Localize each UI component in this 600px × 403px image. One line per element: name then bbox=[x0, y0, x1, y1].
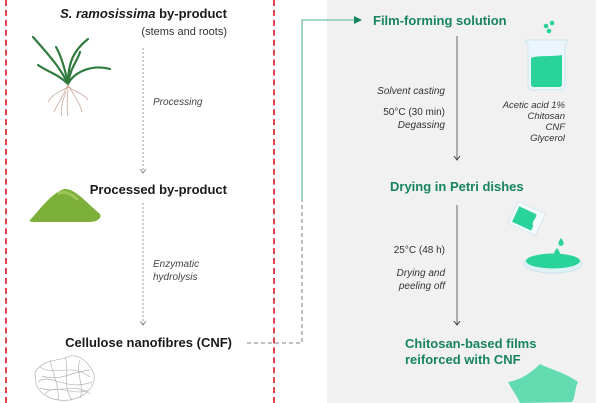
film-icon bbox=[508, 364, 578, 403]
title-rest: by-product bbox=[155, 6, 227, 21]
casting-action: Degassing bbox=[397, 120, 445, 131]
ingredient-item: Acetic acid 1% bbox=[502, 100, 565, 111]
process-hydrolysis-label: Enzymatic hydrolysis bbox=[153, 258, 199, 284]
step-raw-byproduct-subtitle: (stems and roots) bbox=[141, 26, 227, 38]
drying-action: Drying and bbox=[396, 268, 445, 279]
process-casting-notes: Solvent casting 50°C (30 min) Degassing bbox=[377, 85, 445, 132]
middle-divider bbox=[273, 0, 275, 403]
process-drying-notes: 25°C (48 h) Drying and peeling off bbox=[394, 244, 445, 293]
title-line: Chitosan-based films bbox=[405, 336, 537, 351]
connector-cnf-dashed bbox=[247, 200, 303, 344]
species-name: S. ramosissima bbox=[60, 6, 156, 21]
ingredients-list: Acetic acid 1% Chitosan CNF Glycerol bbox=[485, 100, 565, 144]
petri-dish-pouring-icon bbox=[507, 200, 583, 274]
step-film-forming-solution-title: Film-forming solution bbox=[373, 13, 507, 28]
step-final-films-title: Chitosan-based films reiforced with CNF bbox=[405, 336, 536, 368]
nanofibre-icon bbox=[34, 355, 95, 401]
step-processed-byproduct-title: Processed by-product bbox=[89, 182, 227, 197]
step-drying-title: Drying in Petri dishes bbox=[390, 179, 524, 194]
plant-icon bbox=[31, 35, 112, 117]
process-line: Enzymatic bbox=[153, 259, 200, 270]
arrowhead-to-solution bbox=[354, 16, 362, 24]
process-processing-label: Processing bbox=[153, 97, 203, 108]
process-line: hydrolysis bbox=[153, 272, 198, 283]
connector-cnf-solid bbox=[301, 19, 357, 200]
powder-icon bbox=[29, 188, 101, 222]
casting-condition: 50°C (30 min) bbox=[383, 107, 445, 118]
title-line: reiforced with CNF bbox=[405, 352, 521, 367]
ingredient-item: Chitosan bbox=[527, 111, 566, 122]
step-raw-byproduct-title: S. ramosissima by-product bbox=[60, 6, 227, 21]
beaker-icon bbox=[524, 20, 569, 91]
drying-condition: 25°C (48 h) bbox=[393, 245, 445, 256]
step-cnf-title: Cellulose nanofibres (CNF) bbox=[65, 335, 232, 350]
casting-method: Solvent casting bbox=[377, 86, 445, 97]
drying-action: peeling off bbox=[398, 281, 445, 292]
left-divider bbox=[5, 0, 7, 403]
ingredient-item: Glycerol bbox=[530, 133, 565, 144]
ingredient-item: CNF bbox=[545, 122, 565, 133]
